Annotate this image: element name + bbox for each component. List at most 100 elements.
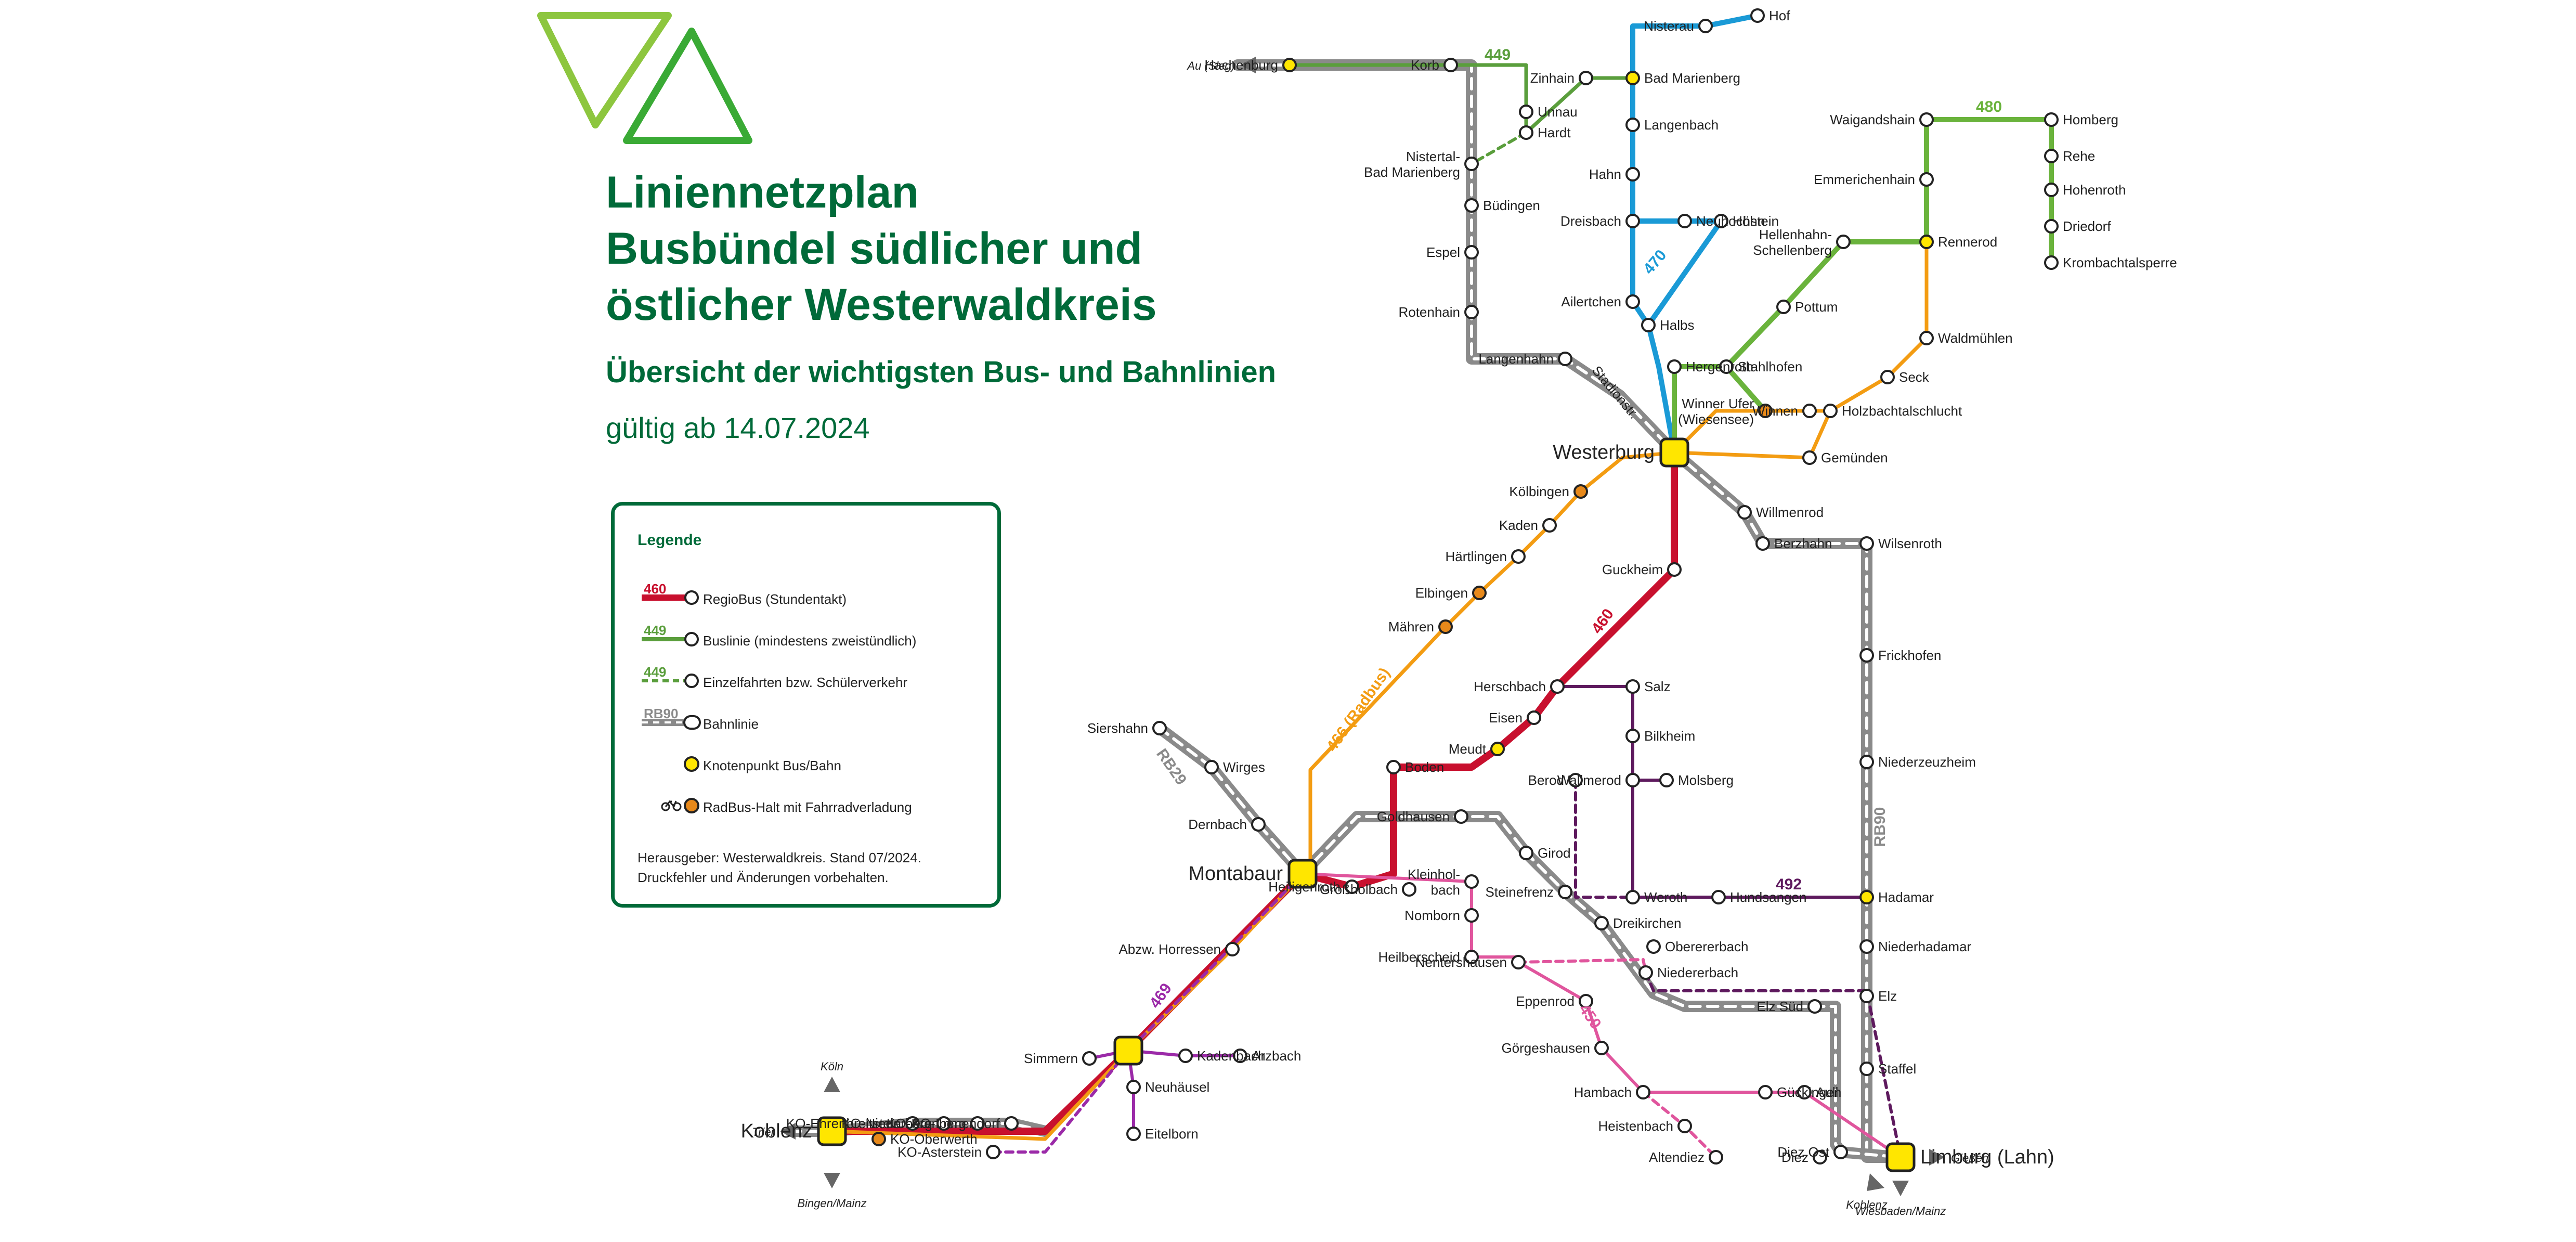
legend: Legende 460 RegioBus (Stundentakt) 449 B… (611, 502, 1001, 908)
legend-label: Knotenpunkt Bus/Bahn (703, 758, 841, 773)
title-line-3: östlicher Westerwaldkreis (606, 280, 1157, 330)
stop-elz-label: Elz (1878, 988, 1897, 1004)
line-label-450: 450 (1576, 1001, 1605, 1032)
stop-halbs (1641, 318, 1656, 332)
stop-heiligenroth-label: Heiligenroth (1268, 879, 1341, 895)
stop-winner-ufer-wiesensee (1758, 404, 1773, 418)
stop-gemünden (1802, 450, 1817, 465)
title-line-1: Liniennetzplan (606, 167, 919, 217)
regiobus-line-icon (642, 590, 699, 605)
stop-salz (1625, 679, 1640, 694)
stop-herschbach-label: Herschbach (1474, 679, 1546, 694)
stop-goldhausen (1454, 809, 1468, 824)
stop-ko-arenberg (970, 1116, 985, 1131)
stop-niederzeuzheim-label: Niederzeuzheim (1878, 754, 1976, 770)
stop-ko-niederberg (936, 1116, 951, 1131)
stop-niedererbach (1638, 965, 1653, 980)
rail-line-icon (642, 715, 701, 730)
direction-label: Gießen (1951, 1152, 1988, 1165)
stop-hardt (1519, 125, 1533, 140)
stop-eitelborn (1126, 1127, 1141, 1141)
stop-limburg-lahn (1885, 1142, 1916, 1172)
legend-label: RegioBus (Stundentakt) (703, 591, 847, 607)
legend-label: Buslinie (mindestens zweistündlich) (703, 633, 917, 649)
stop-hachenburg-label: Hachenburg (1204, 57, 1278, 73)
stop-mähren-label: Mähren (1388, 619, 1434, 635)
stop-bilkheim (1625, 729, 1640, 743)
stop-hohenroth-label: Hohenroth (2063, 182, 2126, 198)
stop-nistertal-bad-marienberg-label: Nistertal-Bad Marienberg (1364, 149, 1460, 180)
stop-heistenbach-label: Heistenbach (1598, 1118, 1673, 1134)
stop-boden (1386, 760, 1401, 774)
stop-kölbingen (1573, 484, 1588, 499)
stop-waldmühlen (1919, 331, 1934, 345)
stop-willmenrod (1737, 505, 1752, 520)
stop-hohenroth (2044, 183, 2059, 197)
stop-seck (1880, 370, 1895, 384)
route-480-branch (1724, 364, 1768, 413)
stop-nisterau-label: Nisterau (1644, 18, 1694, 34)
stop-waldmühlen-label: Waldmühlen (1938, 330, 2013, 346)
stop-weroth-label: Weroth (1644, 889, 1687, 905)
stop-ko-asterstein-label: KO-Asterstein (897, 1144, 982, 1160)
stop-frickhofen (1859, 648, 1874, 663)
stop-rennerod (1919, 235, 1934, 249)
stop-ailertchen-label: Ailertchen (1561, 294, 1621, 309)
line-label-rb90: RB90 (1871, 807, 1889, 847)
stop-hundsangen-label: Hundsangen (1730, 889, 1806, 905)
stop-homberg (2044, 112, 2059, 127)
stop-winnen (1802, 404, 1817, 418)
stop-ko-arenberg-label: KO-Arenberg (887, 1116, 966, 1131)
stop-hergenroth-label: Hergenroth (1686, 359, 1753, 374)
stop-berod (1568, 773, 1583, 787)
stop-aull (1797, 1085, 1812, 1099)
stop-frickhofen-label: Frickhofen (1878, 648, 1941, 663)
stop-limburg-lahn-label: Limburg (Lahn) (1920, 1146, 2054, 1168)
direction-label: Köln (821, 1060, 843, 1073)
stop-oberererbach-label: Oberererbach (1665, 939, 1748, 954)
stop-ko-oberwerth-label: KO-Oberwerth (890, 1131, 978, 1147)
stop-hambach (1636, 1085, 1650, 1099)
stop-ko-asterstein (986, 1145, 1000, 1159)
stop-neuhochstein-label: Neuhochstein (1696, 213, 1779, 229)
stop-ko-ehrenbreitstein-label: KO-Ehrenbreitstein (786, 1116, 901, 1131)
route-450-dashed-2 (1517, 958, 1647, 974)
stop-staffel-label: Staffel (1878, 1061, 1916, 1077)
stop-aull-label: Aull (1816, 1084, 1838, 1100)
direction-arrow-icon (780, 1123, 796, 1140)
stop-elbingen-label: Elbingen (1415, 585, 1468, 601)
stop-espel (1464, 245, 1479, 260)
direction-label: Koblenz (1846, 1198, 1888, 1211)
stop-hof (1750, 8, 1765, 23)
stop-görgeshausen-label: Görgeshausen (1501, 1040, 1590, 1056)
legend-item-busline: 449 Buslinie (mindestens zweistündlich) (615, 623, 999, 654)
stop-berzhahn-label: Berzhahn (1774, 536, 1832, 551)
line-label-466-radbus-: 466 (Radbus) (1323, 665, 1394, 755)
legend-tag: 449 (644, 664, 667, 680)
stop-waigandshain-label: Waigandshain (1830, 112, 1915, 127)
stop-elz (1859, 989, 1874, 1003)
stops (817, 8, 2059, 1172)
rail-line-rb29 (1154, 722, 1308, 879)
stop-staffel (1859, 1062, 1874, 1076)
stop-espel-label: Espel (1426, 244, 1460, 260)
route-dashed-limburg (1644, 971, 1902, 1159)
stop-eitelborn-label: Eitelborn (1145, 1126, 1199, 1142)
stop-nomborn (1464, 908, 1479, 923)
route-469 (992, 872, 1304, 1154)
stop-wilsenroth (1859, 536, 1874, 551)
legend-title: Legende (638, 532, 702, 549)
stop-wirges-label: Wirges (1223, 759, 1265, 775)
stop-altendiez-label: Altendiez (1649, 1149, 1705, 1165)
stop-altendiez (1709, 1150, 1723, 1165)
stop-heilberscheid (1464, 950, 1479, 964)
direction-arrow-icon (824, 1077, 840, 1092)
legend-item-radbus: RadBus-Halt mit Fahrradverladung (615, 789, 999, 820)
stop-höhn-label: Höhn (1733, 213, 1765, 229)
stop-langenhahn-label: Langenhahn (1478, 351, 1554, 367)
stop-halbs-label: Halbs (1660, 317, 1694, 333)
line-label-492: 492 (1776, 876, 1802, 893)
stop-hahn (1625, 167, 1640, 182)
